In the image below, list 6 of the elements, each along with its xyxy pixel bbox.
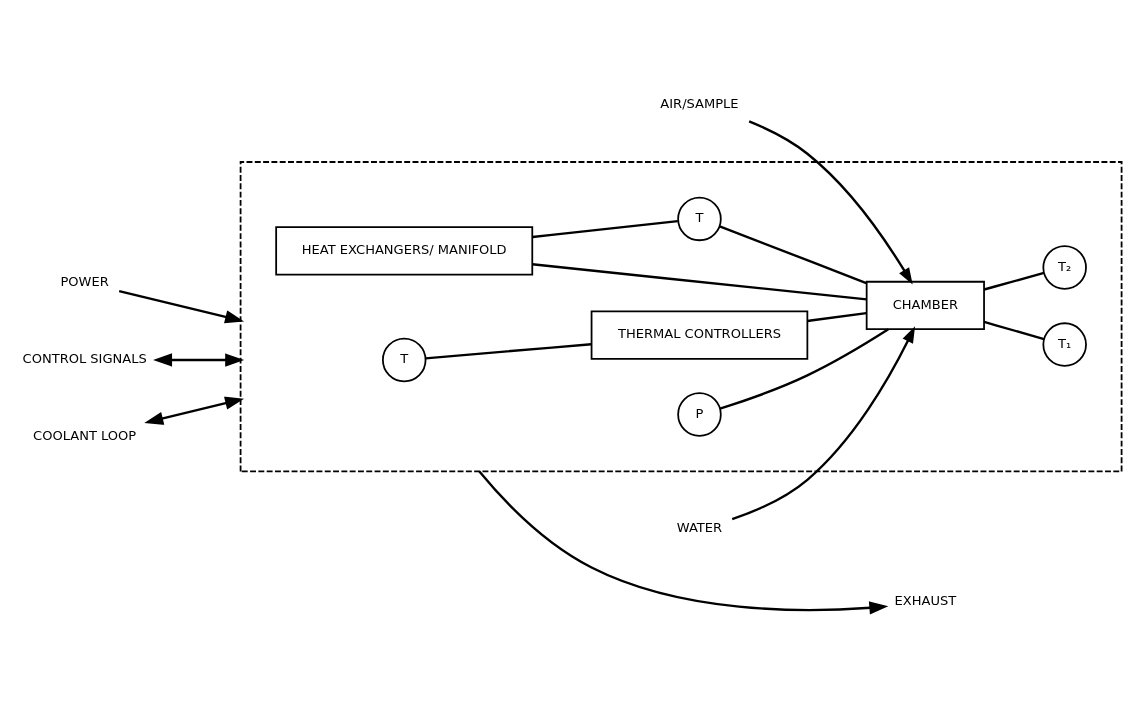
node-text: WATER — [676, 519, 723, 535]
node-text: CONTROL SIGNALS — [22, 350, 147, 366]
node-text: EXHAUST — [894, 592, 957, 608]
node-text: COOLANT LOOP — [33, 427, 137, 443]
node-text: POWER — [60, 273, 109, 289]
node-text: AIR/SAMPLE — [660, 95, 739, 111]
